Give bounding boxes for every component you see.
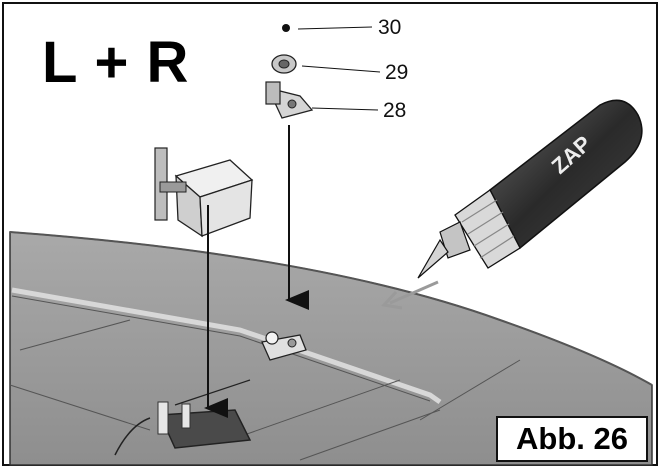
leader-line-29 — [301, 65, 381, 73]
servo-mount-post — [181, 403, 191, 429]
page-title: L + R — [42, 30, 190, 95]
panel-line — [299, 409, 441, 461]
leader-line-28 — [311, 107, 379, 111]
panel-line — [419, 359, 521, 421]
panel-line — [229, 379, 401, 441]
glue-bottle: ZAP — [417, 99, 643, 279]
panel-line — [19, 319, 131, 351]
glue-arrow-shaft — [389, 280, 439, 305]
servo-with-mount — [154, 147, 254, 238]
part-30-ball — [282, 24, 290, 32]
callout-30: 30 — [378, 16, 402, 39]
servo-mount-post — [157, 401, 169, 435]
wing-leading-edge — [9, 231, 653, 386]
pushrod-wire — [174, 379, 251, 406]
panel-line — [9, 384, 151, 431]
servo-cable — [114, 417, 151, 456]
aileron-hinge-shadow — [11, 295, 431, 402]
callout-28: 28 — [383, 99, 407, 122]
leader-line-30 — [297, 26, 373, 30]
aileron-hinge-line — [11, 287, 442, 405]
part-29-nut — [271, 54, 297, 74]
control-horn-installed — [261, 331, 307, 361]
glue-arrow-head — [381, 290, 403, 310]
callout-29: 29 — [385, 61, 409, 84]
part-28-clevis — [265, 81, 314, 119]
figure-label-box: Abb. 26 — [496, 416, 648, 462]
figure-label: Abb. 26 — [516, 421, 628, 456]
